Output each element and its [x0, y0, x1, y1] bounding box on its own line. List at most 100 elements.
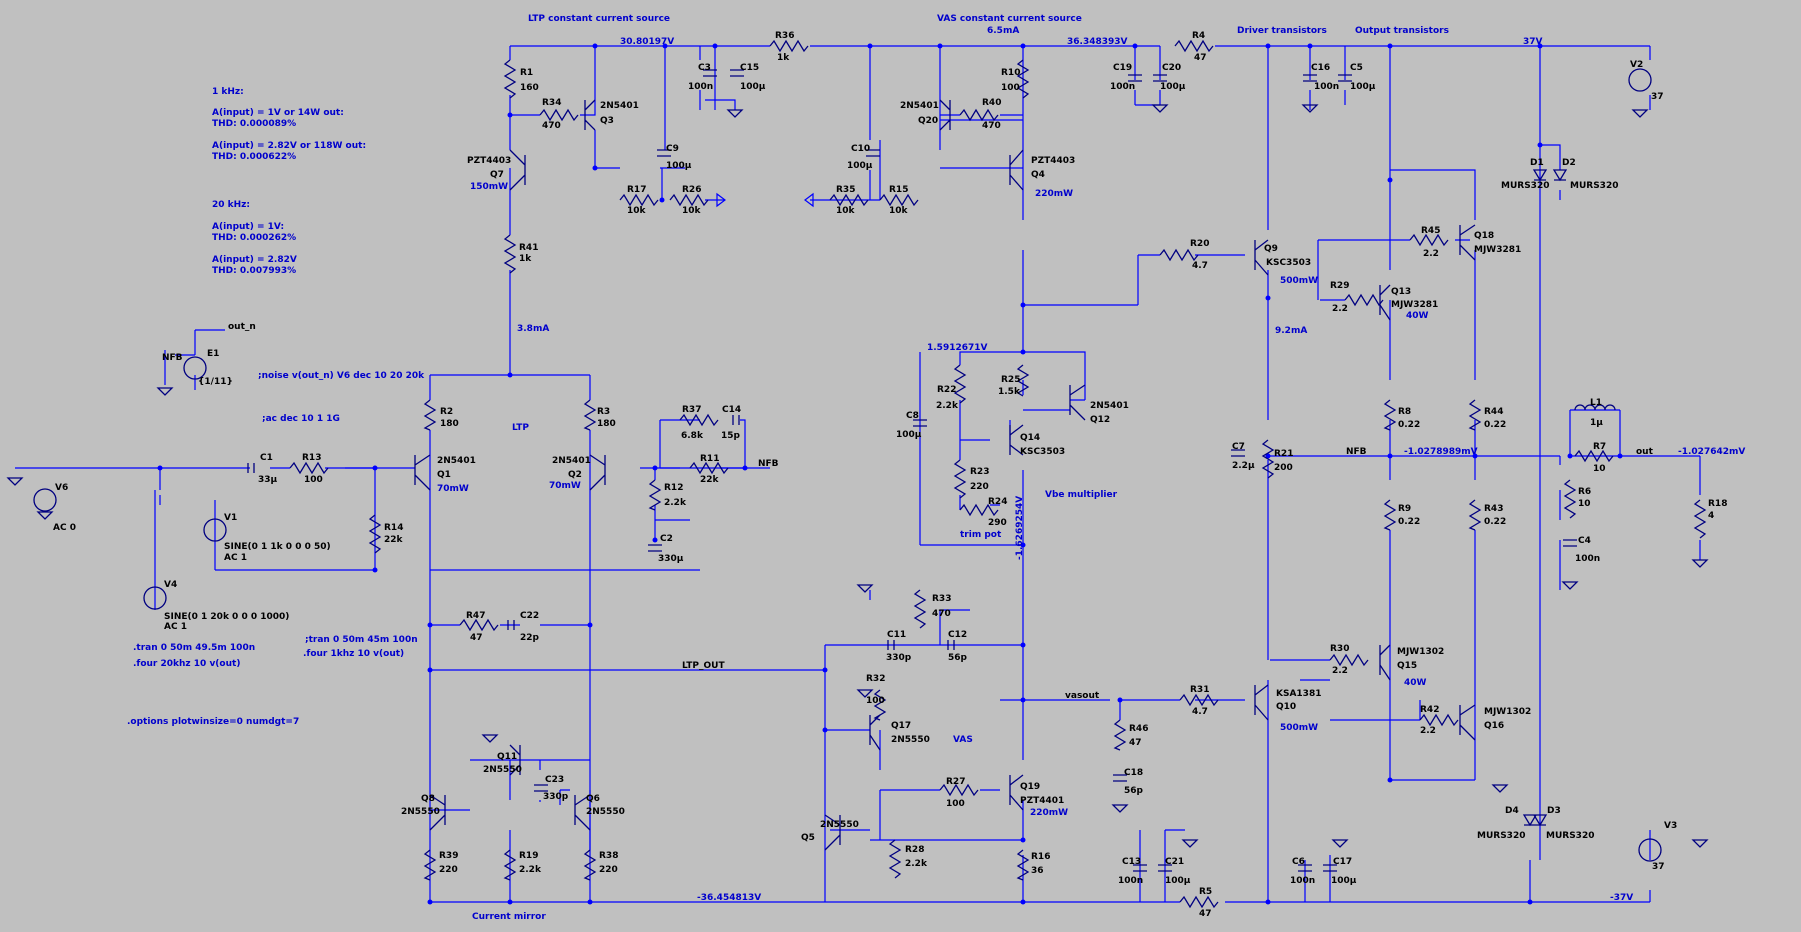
diode-symbols: [1522, 169, 1568, 827]
r27-name: R27: [946, 777, 965, 787]
r25-value: 1.5k: [998, 387, 1021, 397]
r33-name: R33: [932, 594, 951, 604]
v6-name: V6: [55, 483, 68, 493]
d1-type: MURS320: [1501, 181, 1549, 191]
c17-value: 100µ: [1331, 876, 1357, 886]
r11-name: R11: [700, 454, 719, 464]
net-ltpout: LTP_OUT: [682, 661, 725, 671]
q8-type: 2N5550: [401, 807, 440, 817]
c6-name: C6: [1292, 857, 1305, 867]
r16-name: R16: [1031, 852, 1050, 862]
r36-value: 1k: [777, 53, 790, 63]
c5-name: C5: [1350, 63, 1363, 73]
q14-type: KSC3503: [1020, 447, 1065, 457]
resistor-r5-symbol: [1179, 895, 1219, 909]
resistor-r7-symbol: [1574, 449, 1614, 463]
r31-value: 4.7: [1192, 707, 1208, 717]
c11-name: C11: [887, 630, 906, 640]
r22-value: 2.2k: [936, 401, 959, 411]
resistor-r43-symbol: [1468, 499, 1482, 531]
resistor-r1-symbol: [503, 59, 517, 99]
c7-value: 2.2µ: [1232, 461, 1255, 471]
r24-name: R24: [988, 497, 1007, 507]
net-out: out: [1636, 447, 1654, 457]
c8-name: C8: [906, 411, 919, 421]
net-v6: 1.5912671V: [927, 343, 988, 353]
c22-name: C22: [520, 611, 539, 621]
q11-type: 2N5550: [483, 765, 522, 775]
c12-value: 56p: [948, 653, 968, 663]
r8-name: R8: [1398, 407, 1411, 417]
v4-name: V4: [164, 580, 177, 590]
resistor-r29-symbol: [1344, 293, 1384, 307]
r10-name: R10: [1001, 68, 1020, 78]
resistor-r30-symbol: [1329, 653, 1369, 667]
note-7: THD: 0.000262%: [212, 233, 296, 243]
r44-value: 0.22: [1484, 420, 1506, 430]
r47-name: R47: [466, 611, 485, 621]
resistor-r31-symbol: [1179, 693, 1219, 707]
r31-name: R31: [1190, 685, 1209, 695]
r12-value: 2.2k: [664, 498, 687, 508]
d3-type: MURS320: [1546, 831, 1594, 841]
resistor-r36-symbol: [769, 39, 809, 53]
r21-name: R21: [1274, 449, 1293, 459]
net-v10: -1.027642mV: [1678, 447, 1745, 457]
c15-value: 100µ: [740, 82, 766, 92]
r28-value: 2.2k: [905, 859, 928, 869]
resistor-r13-symbol: [289, 461, 329, 475]
c21-value: 100µ: [1165, 876, 1191, 886]
r43-name: R43: [1484, 504, 1503, 514]
resistor-r24-symbol: [959, 503, 999, 517]
part-labels: R1 160 R34 470 2N5401 Q3 PZT4403 Q7 R17 …: [53, 31, 1727, 919]
q9-type: KSC3503: [1266, 258, 1311, 268]
r10-value: 100: [1001, 83, 1020, 93]
net-v1: 30.80197V: [620, 37, 674, 47]
c19-value: 100n: [1110, 82, 1135, 92]
d2-name: D2: [1562, 158, 1576, 168]
r38-name: R38: [599, 851, 618, 861]
resistor-r2-symbol: [423, 399, 437, 431]
directive-ac: ;ac dec 10 1 1G: [262, 414, 340, 424]
r14-value: 22k: [384, 535, 404, 545]
r3-value: 180: [597, 419, 616, 429]
source-v2-symbol: [1628, 68, 1652, 92]
v3-name: V3: [1664, 821, 1677, 831]
note-0: 1 kHz:: [212, 87, 244, 97]
note-5: 20 kHz:: [212, 200, 250, 210]
q6-type: 2N5550: [586, 807, 625, 817]
r46-value: 47: [1129, 738, 1142, 748]
r19-value: 2.2k: [519, 865, 542, 875]
r23-value: 220: [970, 482, 989, 492]
r20-value: 4.7: [1192, 261, 1208, 271]
source-v6-symbol: [33, 488, 57, 512]
label-vas-ccs: VAS constant current source: [937, 14, 1082, 24]
label-ltp: LTP: [512, 423, 529, 433]
r42-value: 2.2: [1420, 726, 1436, 736]
wires: [15, 45, 1701, 903]
resistor-r22-symbol: [953, 364, 967, 404]
label-drivers: Driver transistors: [1237, 26, 1327, 36]
r39-name: R39: [439, 851, 458, 861]
r40-name: R40: [982, 98, 1001, 108]
junctions: [157, 43, 1623, 905]
r7-value: 10: [1593, 464, 1606, 474]
c10-name: C10: [851, 144, 870, 154]
power-q4: 220mW: [1035, 189, 1073, 199]
r36-name: R36: [775, 31, 794, 41]
e1-nfb-label: NFB: [162, 353, 183, 363]
power-q10: 500mW: [1280, 723, 1318, 733]
r4-value: 47: [1194, 53, 1207, 63]
q5-name: 2N5550: [820, 820, 859, 830]
power-q7: 150mW: [470, 182, 508, 192]
resistor-r37-symbol: [679, 413, 719, 427]
q13-type: MJW3281: [1391, 300, 1438, 310]
c4-name: C4: [1578, 536, 1591, 546]
resistor-r12-symbol: [648, 479, 662, 511]
resistor-r11-symbol: [689, 461, 729, 475]
spice-directives: ;noise v(out_n) V6 dec 10 20 20k ;ac dec…: [127, 371, 425, 727]
net-v11: -36.454813V: [697, 893, 761, 903]
resistor-r40-symbol: [959, 108, 999, 122]
resistor-r25-symbol: [1016, 364, 1030, 397]
